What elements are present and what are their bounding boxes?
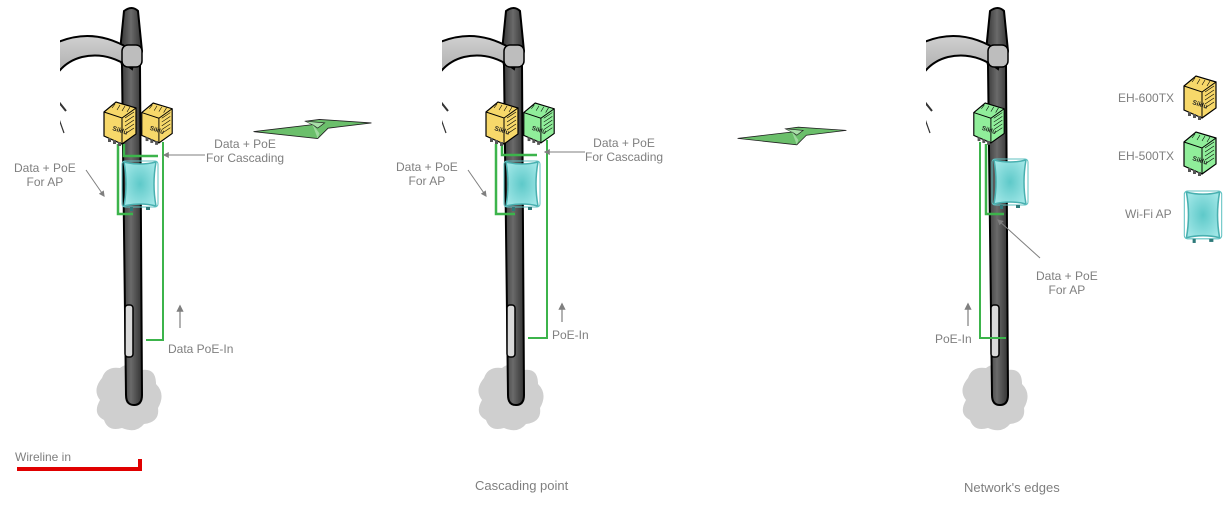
label-line: Data + PoE [14, 161, 76, 175]
label-line: Data + PoE [1036, 269, 1098, 283]
eh-600tx-radio-icon [1183, 75, 1217, 120]
cable-ap-feed-3 [984, 144, 1004, 216]
label-line: For Cascading [585, 150, 664, 164]
arrow-ap-feed-1 [85, 169, 105, 197]
arrow-ap-feed-3 [997, 219, 1041, 259]
label-wireline-in: Wireline in [15, 450, 72, 464]
caption-cascading-point: Cascading point [475, 478, 569, 493]
cable-ap-feed-2 [494, 144, 515, 216]
wifi-ap-1 [121, 160, 159, 212]
wifi-ap-icon [1183, 190, 1223, 244]
label-power-in-2: PoE-In [552, 328, 589, 342]
label-power-in-1: Data PoE-In [168, 342, 234, 356]
label-line: For AP [26, 175, 64, 189]
street-pole-2 [442, 7, 545, 432]
label-ap-feed-2: Data + PoE For AP [396, 160, 458, 188]
legend-label-eh-500tx: EH-500TX [1118, 149, 1175, 163]
wireless-link-2 [737, 126, 847, 146]
label-line: Data + PoE [214, 137, 276, 151]
arrow-ap-feed-2 [467, 169, 487, 197]
cable-power-in-2 [528, 140, 548, 339]
cable-power-in-3 [979, 142, 1006, 339]
cable-ap-feed-1 [116, 144, 133, 216]
legend-label-wifi-ap: Wi-Fi AP [1125, 207, 1172, 221]
wifi-ap-2 [503, 160, 541, 212]
label-line: Data + PoE [593, 136, 655, 150]
eh-600tx-radio [141, 102, 173, 146]
wireless-link-1 [253, 118, 372, 140]
wifi-ap-3 [991, 158, 1029, 210]
label-cascade-feed-1: Data + PoE For Cascading [206, 137, 284, 165]
street-pole-3 [926, 7, 1029, 432]
legend-label-eh-600tx: EH-600TX [1118, 91, 1175, 105]
wireline-cable [17, 459, 142, 471]
eh-500tx-radio-icon [1183, 131, 1217, 176]
eh-500tx-radio [523, 102, 555, 146]
street-pole-1 [60, 7, 163, 432]
label-ap-feed-3: Data + PoE For AP [1036, 269, 1098, 297]
scene-source-pole [17, 7, 205, 471]
label-power-in-3: PoE-In [935, 332, 972, 346]
scene-cascading-pole [442, 7, 585, 432]
caption-network-edges: Network's edges [964, 480, 1060, 495]
cable-cascade-1 [122, 144, 158, 158]
label-line: Data + PoE [396, 160, 458, 174]
label-line: For AP [1048, 283, 1086, 297]
scene-edge-pole [926, 7, 1041, 432]
label-cascade-feed-2: Data + PoE For Cascading [585, 136, 663, 164]
cable-power-in-1 [146, 142, 164, 341]
cable-cascade-2 [500, 144, 537, 157]
label-line: For Cascading [206, 151, 285, 165]
label-line: For AP [408, 174, 446, 188]
label-ap-feed-1: Data + PoE For AP [14, 161, 76, 189]
legend [1183, 75, 1223, 244]
